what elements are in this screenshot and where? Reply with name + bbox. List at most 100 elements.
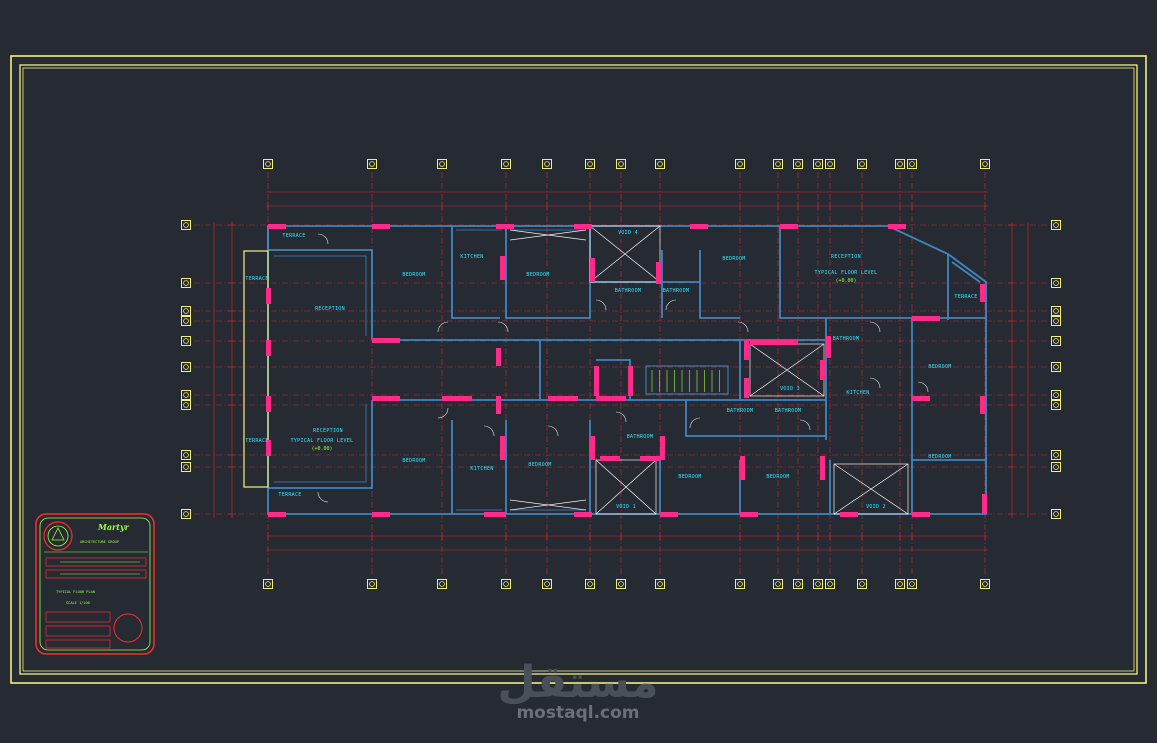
title-block-scale: SCALE 1/100: [66, 601, 90, 605]
column: [574, 224, 592, 229]
column: [656, 262, 661, 284]
grid-bubble: [616, 579, 626, 589]
room-label-terrace-left-lower: TERRACE: [245, 438, 268, 444]
column: [912, 316, 940, 321]
room-label-kitchen-2: KITCHEN: [846, 390, 869, 396]
room-label-typical-floor-top: TYPICAL FLOOR LEVEL: [815, 270, 878, 276]
grid-bubble: [1051, 400, 1061, 410]
voids: [509, 225, 909, 515]
grid-bubble: [181, 462, 191, 472]
grid-bubble: [263, 159, 273, 169]
grid-bubble: [895, 579, 905, 589]
room-label-kitchen-3: KITCHEN: [470, 466, 493, 472]
column: [740, 456, 745, 480]
grid-bubble: [1051, 316, 1061, 326]
room-label-reception-bottom-left: RECEPTION: [313, 428, 343, 434]
grid-bubble: [501, 159, 511, 169]
grid-bubble: [367, 159, 377, 169]
grid-bubble: [825, 159, 835, 169]
column: [820, 360, 825, 380]
doors: [317, 233, 929, 503]
column: [484, 512, 506, 517]
grid-bubble: [980, 579, 990, 589]
column: [266, 340, 271, 356]
column: [500, 256, 505, 280]
grid-bubble: [895, 159, 905, 169]
room-label-reception-top-right: RECEPTION: [831, 254, 861, 260]
room-label-bedroom-8: BEDROOM: [766, 474, 789, 480]
room-label-void-4: VOID 4: [618, 230, 638, 236]
grid-bubble: [181, 450, 191, 460]
column: [744, 378, 749, 398]
column: [372, 338, 400, 343]
grid-bubble: [181, 306, 191, 316]
grid-bubble: [181, 278, 191, 288]
grid-bubble: [1051, 278, 1061, 288]
grid-bubble: [263, 579, 273, 589]
column: [496, 224, 514, 229]
room-label-level-top: (+0.00): [835, 278, 856, 284]
room-label-bathroom-6: BATHROOM: [627, 434, 653, 440]
room-label-bathroom-2: BATHROOM: [663, 288, 689, 294]
drawing-frame: [10, 55, 1147, 684]
room-label-reception-top-left: RECEPTION: [315, 306, 345, 312]
room-label-bathroom-1: BATHROOM: [615, 288, 641, 294]
columns: [266, 224, 987, 517]
room-label-void-2: VOID 2: [866, 504, 886, 510]
grid-bubble: [181, 400, 191, 410]
column: [372, 396, 400, 401]
column: [268, 224, 286, 229]
grid-bubble: [857, 159, 867, 169]
grid-bubble: [980, 159, 990, 169]
column: [372, 512, 390, 517]
grid-bubble: [813, 159, 823, 169]
column: [590, 436, 595, 460]
room-label-bedroom-2: BEDROOM: [526, 272, 549, 278]
column: [840, 512, 858, 517]
dimension-lines: [213, 191, 1029, 551]
grid-lines: [194, 172, 1048, 576]
grid-bubble: [181, 362, 191, 372]
column: [594, 366, 599, 396]
grid-bubble: [585, 159, 595, 169]
column: [372, 224, 390, 229]
grid-bubble: [181, 220, 191, 230]
column: [590, 258, 595, 282]
room-label-bedroom-7: BEDROOM: [678, 474, 701, 480]
grid-bubble: [1051, 462, 1061, 472]
room-label-bathroom-5: BATHROOM: [775, 408, 801, 414]
column: [628, 366, 633, 396]
column: [750, 340, 798, 345]
grid-bubble: [616, 159, 626, 169]
grid-bubble: [181, 336, 191, 346]
room-label-void-1: VOID 1: [616, 504, 636, 510]
grid-bubble: [437, 159, 447, 169]
grid-bubble: [1051, 450, 1061, 460]
column: [660, 512, 678, 517]
watermark-arabic: مستقل: [498, 657, 659, 708]
room-label-terrace-top-left: TERRACE: [282, 233, 305, 239]
grid-bubble: [501, 579, 511, 589]
stair: [645, 365, 729, 395]
room-label-bathroom-4: BATHROOM: [727, 408, 753, 414]
room-label-level-bottom: (+0.00): [311, 446, 332, 452]
grid-bubble: [1051, 220, 1061, 230]
title-block-drawing-title: TYPICAL FLOOR PLAN: [56, 590, 95, 594]
room-label-bedroom-6: BEDROOM: [528, 462, 551, 468]
column: [266, 396, 271, 412]
grid-bubble: [773, 579, 783, 589]
grid-bubbles: [181, 159, 1061, 589]
room-label-kitchen-1: KITCHEN: [460, 254, 483, 260]
grid-bubble: [1051, 509, 1061, 519]
grid-bubble: [813, 579, 823, 589]
grid-bubble: [1051, 336, 1061, 346]
grid-bubble: [542, 579, 552, 589]
column: [982, 494, 987, 514]
grid-bubble: [773, 159, 783, 169]
column: [640, 456, 660, 461]
column: [980, 396, 985, 414]
column: [548, 396, 578, 401]
room-label-bedroom-4: BEDROOM: [928, 364, 951, 370]
